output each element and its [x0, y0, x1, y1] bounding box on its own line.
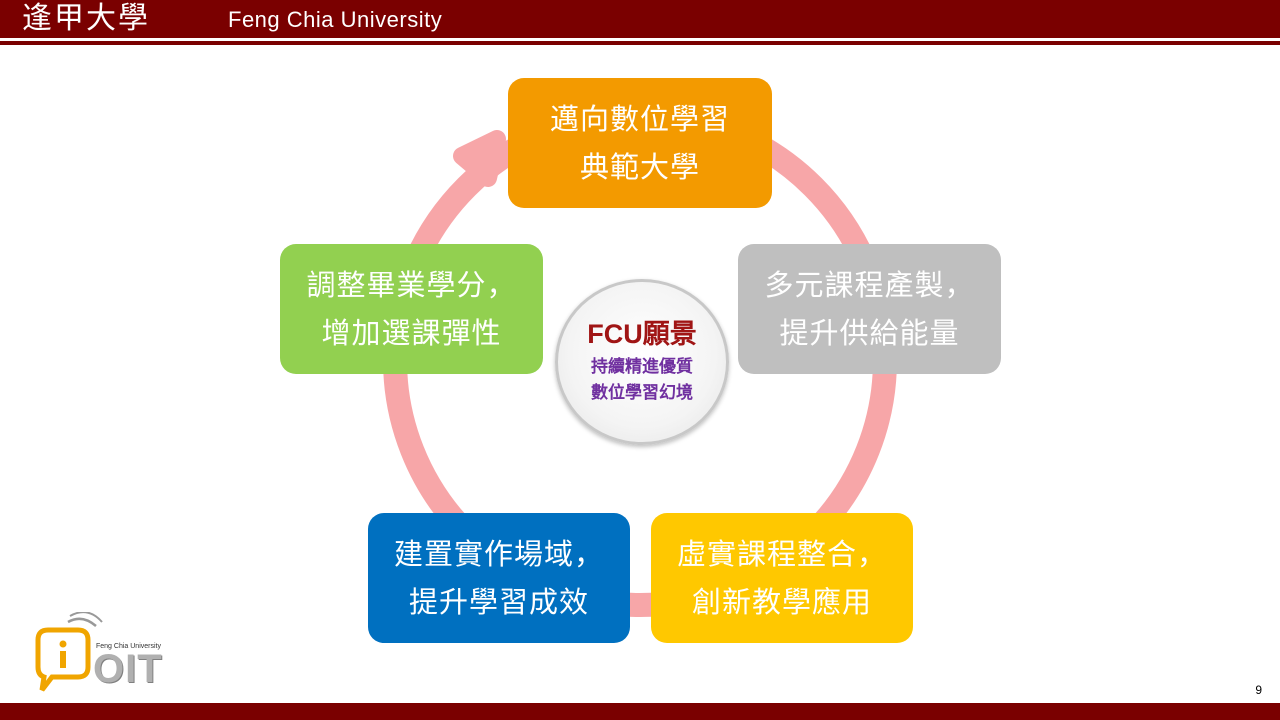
cycle-arrowhead: [453, 130, 506, 187]
oit-logo-icon: [35, 612, 103, 692]
node-label-line1: 邁向數位學習: [549, 102, 730, 136]
node-graduation-credits: 調整畢業學分， 增加選課彈性: [280, 244, 543, 374]
node-label-line2: 典範大學: [579, 150, 700, 184]
university-name-cn: 逢甲大學: [22, 1, 150, 36]
center-title: FCU願景: [587, 319, 697, 349]
node-digital-learning-model: 邁向數位學習 典範大學: [508, 78, 772, 208]
node-label-line1: 虛實課程整合，: [676, 537, 887, 571]
footer-bar: [0, 703, 1280, 720]
node-label-line2: 增加選課彈性: [321, 316, 502, 350]
header-rule: [0, 41, 1280, 45]
node-practice-field: 建置實作場域， 提升學習成效: [368, 513, 630, 643]
university-name-en: Feng Chia University: [228, 7, 443, 32]
node-diverse-course-production: 多元課程產製， 提升供給能量: [738, 244, 1001, 374]
node-label-line2: 創新教學應用: [691, 585, 872, 619]
logo-oit-text: OIT: [93, 647, 163, 691]
page-number: 9: [1255, 683, 1262, 697]
node-label-line1: 調整畢業學分，: [306, 268, 517, 302]
center-vision-circle: FCU願景 持續精進優質 數位學習幻境: [555, 279, 729, 445]
node-blended-course-integration: 虛實課程整合， 創新教學應用: [651, 513, 913, 643]
node-label-line2: 提升學習成效: [408, 585, 589, 619]
center-subtitle-line1: 持續精進優質: [591, 357, 693, 377]
logo-university-text: Feng Chia University: [96, 643, 161, 650]
node-label-line1: 多元課程產製，: [764, 268, 975, 302]
node-label-line2: 提升供給能量: [779, 316, 960, 350]
header-bar: [0, 0, 1280, 38]
node-label-line1: 建置實作場域，: [393, 537, 604, 571]
center-subtitle-line2: 數位學習幻境: [591, 383, 693, 403]
